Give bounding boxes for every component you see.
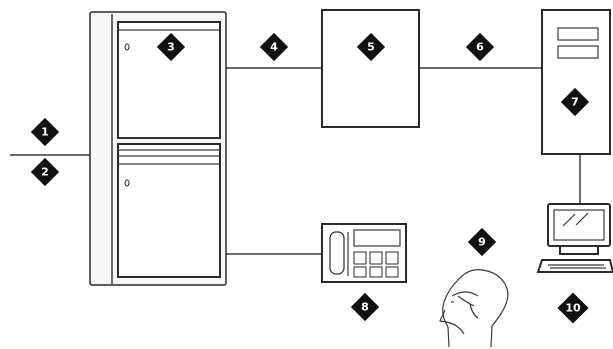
callout-8-label: 8 — [361, 301, 369, 314]
agent-with-headset-icon — [439, 269, 509, 348]
callout-8: 8 — [350, 292, 380, 322]
callout-10-label: 10 — [565, 302, 581, 315]
callout-2-label: 2 — [41, 166, 49, 179]
callout-3-label: 3 — [167, 41, 175, 54]
callout-5-label: 5 — [367, 41, 375, 54]
server-tower-icon — [541, 9, 611, 155]
interface-box-icon — [321, 9, 420, 128]
equipment-cabinet-icon — [89, 11, 227, 286]
callout-7-label: 7 — [571, 96, 579, 109]
callout-9: 9 — [467, 227, 497, 257]
callout-10: 10 — [557, 292, 589, 324]
callout-1-label: 1 — [41, 126, 49, 139]
callout-7: 7 — [560, 87, 590, 117]
computer-workstation-icon — [536, 203, 613, 273]
callout-2: 2 — [30, 157, 60, 187]
callout-1: 1 — [30, 117, 60, 147]
callout-6: 6 — [465, 32, 495, 62]
callout-4-label: 4 — [270, 41, 278, 54]
callout-9-label: 9 — [478, 236, 486, 249]
callout-6-label: 6 — [476, 41, 484, 54]
callout-4: 4 — [259, 32, 289, 62]
desk-telephone-icon — [321, 223, 407, 283]
